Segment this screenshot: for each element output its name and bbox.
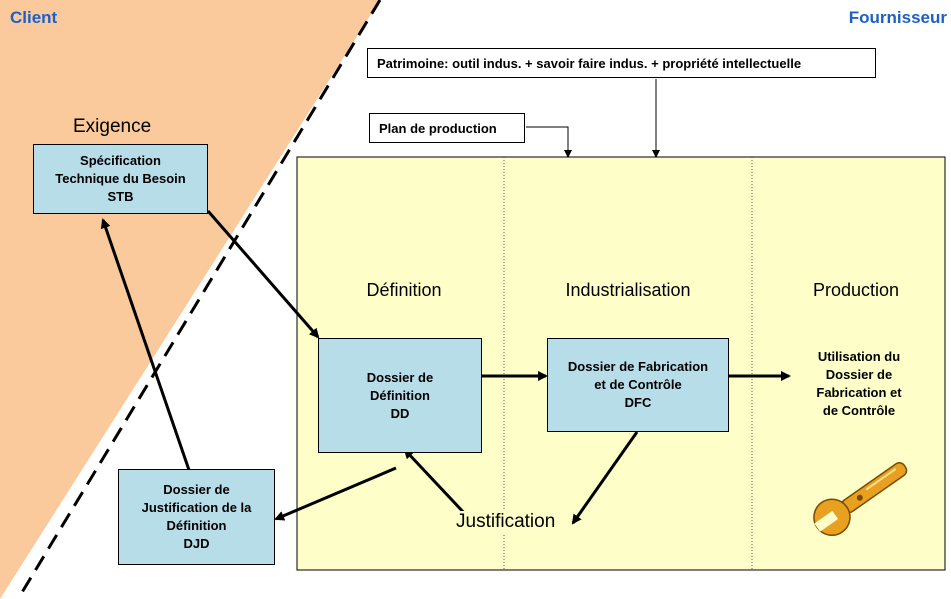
usage-text: Utilisation du Dossier de Fabrication et… [816, 349, 902, 418]
dd-text: Dossier de Définition DD [366, 369, 434, 421]
arrow-dd-to-djd [274, 466, 397, 521]
wrench-icon [813, 462, 908, 536]
justification-label: Justification [456, 511, 556, 533]
plan-note: Plan de production [369, 113, 525, 143]
patrimoine-text: Patrimoine: outil indus. + savoir faire … [377, 55, 802, 71]
client-boundary [16, 0, 382, 599]
dfc-text: Dossier de Fabrication et de Contrôle DF… [567, 359, 709, 410]
arrow-dfc-to-justification [571, 431, 639, 525]
arrow-djd-to-stb [100, 218, 191, 471]
exigence-label: Exigence [73, 116, 152, 137]
column-definition: Définition [366, 280, 442, 300]
dfc-box: Dossier de Fabrication et de Contrôle DF… [547, 338, 729, 432]
plan-text: Plan de production [379, 120, 497, 136]
column-industrialisation: Industrialisation [565, 280, 691, 300]
column-production: Production [812, 280, 900, 300]
client-label: Client [10, 8, 58, 27]
djd-text: Dossier de Justification de la Définitio… [141, 482, 252, 551]
dd-box: Dossier de Définition DD [318, 338, 482, 453]
supplier-label: Fournisseur [848, 8, 947, 27]
patrimoine-note: Patrimoine: outil indus. + savoir faire … [367, 48, 876, 78]
arrow-justification-to-dd [403, 448, 469, 518]
stb-box: Spécification Technique du Besoin STB [33, 144, 208, 214]
arrow-stb-to-dd [206, 210, 320, 339]
stb-text: Spécification Technique du Besoin STB [55, 153, 186, 204]
plan-arrow [526, 126, 572, 158]
djd-box: Dossier de Justification de la Définitio… [118, 469, 275, 565]
